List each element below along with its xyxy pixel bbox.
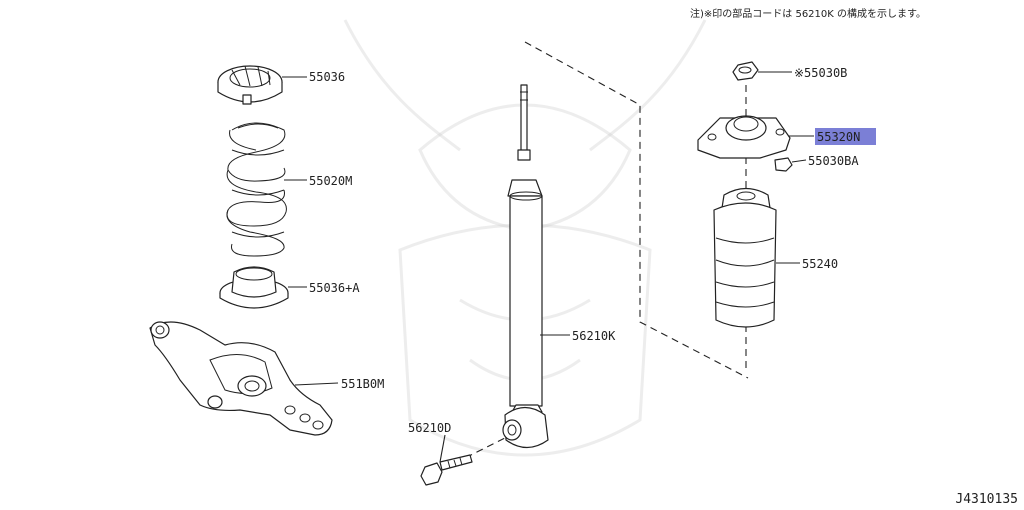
part-shock-absorber[interactable]: [502, 84, 549, 449]
part-lower-link[interactable]: [149, 321, 333, 436]
assembly-dashed-line: [524, 41, 749, 379]
label-55030b[interactable]: ※55030B: [794, 66, 847, 80]
note-text: 注)※印の部品コードは 56210K の構成を示します。: [690, 7, 926, 20]
label-55036[interactable]: 55036: [309, 70, 345, 84]
label-551b0m[interactable]: 551B0M: [341, 377, 384, 391]
label-56210d[interactable]: 56210D: [408, 421, 451, 435]
part-upper-mount[interactable]: [697, 115, 791, 159]
part-coil-spring[interactable]: [226, 122, 287, 257]
part-nut-small[interactable]: [774, 157, 793, 172]
part-bump-stopper[interactable]: [713, 187, 777, 328]
leader-lines: [282, 71, 814, 463]
label-55030ba[interactable]: 55030BA: [808, 154, 859, 168]
figure-id: J4310135: [955, 492, 1018, 507]
label-56210k[interactable]: 56210K: [572, 329, 616, 343]
bolt-axis-line: [454, 437, 506, 464]
label-55320n[interactable]: 55320N: [817, 130, 860, 144]
label-55240[interactable]: 55240: [802, 257, 838, 271]
part-nut[interactable]: [732, 61, 759, 81]
part-lower-spring-seat[interactable]: [219, 266, 289, 309]
label-55020m[interactable]: 55020M: [309, 174, 352, 188]
part-upper-spring-seat[interactable]: [217, 65, 283, 105]
label-55036a[interactable]: 55036+A: [309, 281, 360, 295]
part-bolt[interactable]: [420, 454, 473, 486]
highlight-box: [815, 128, 876, 145]
